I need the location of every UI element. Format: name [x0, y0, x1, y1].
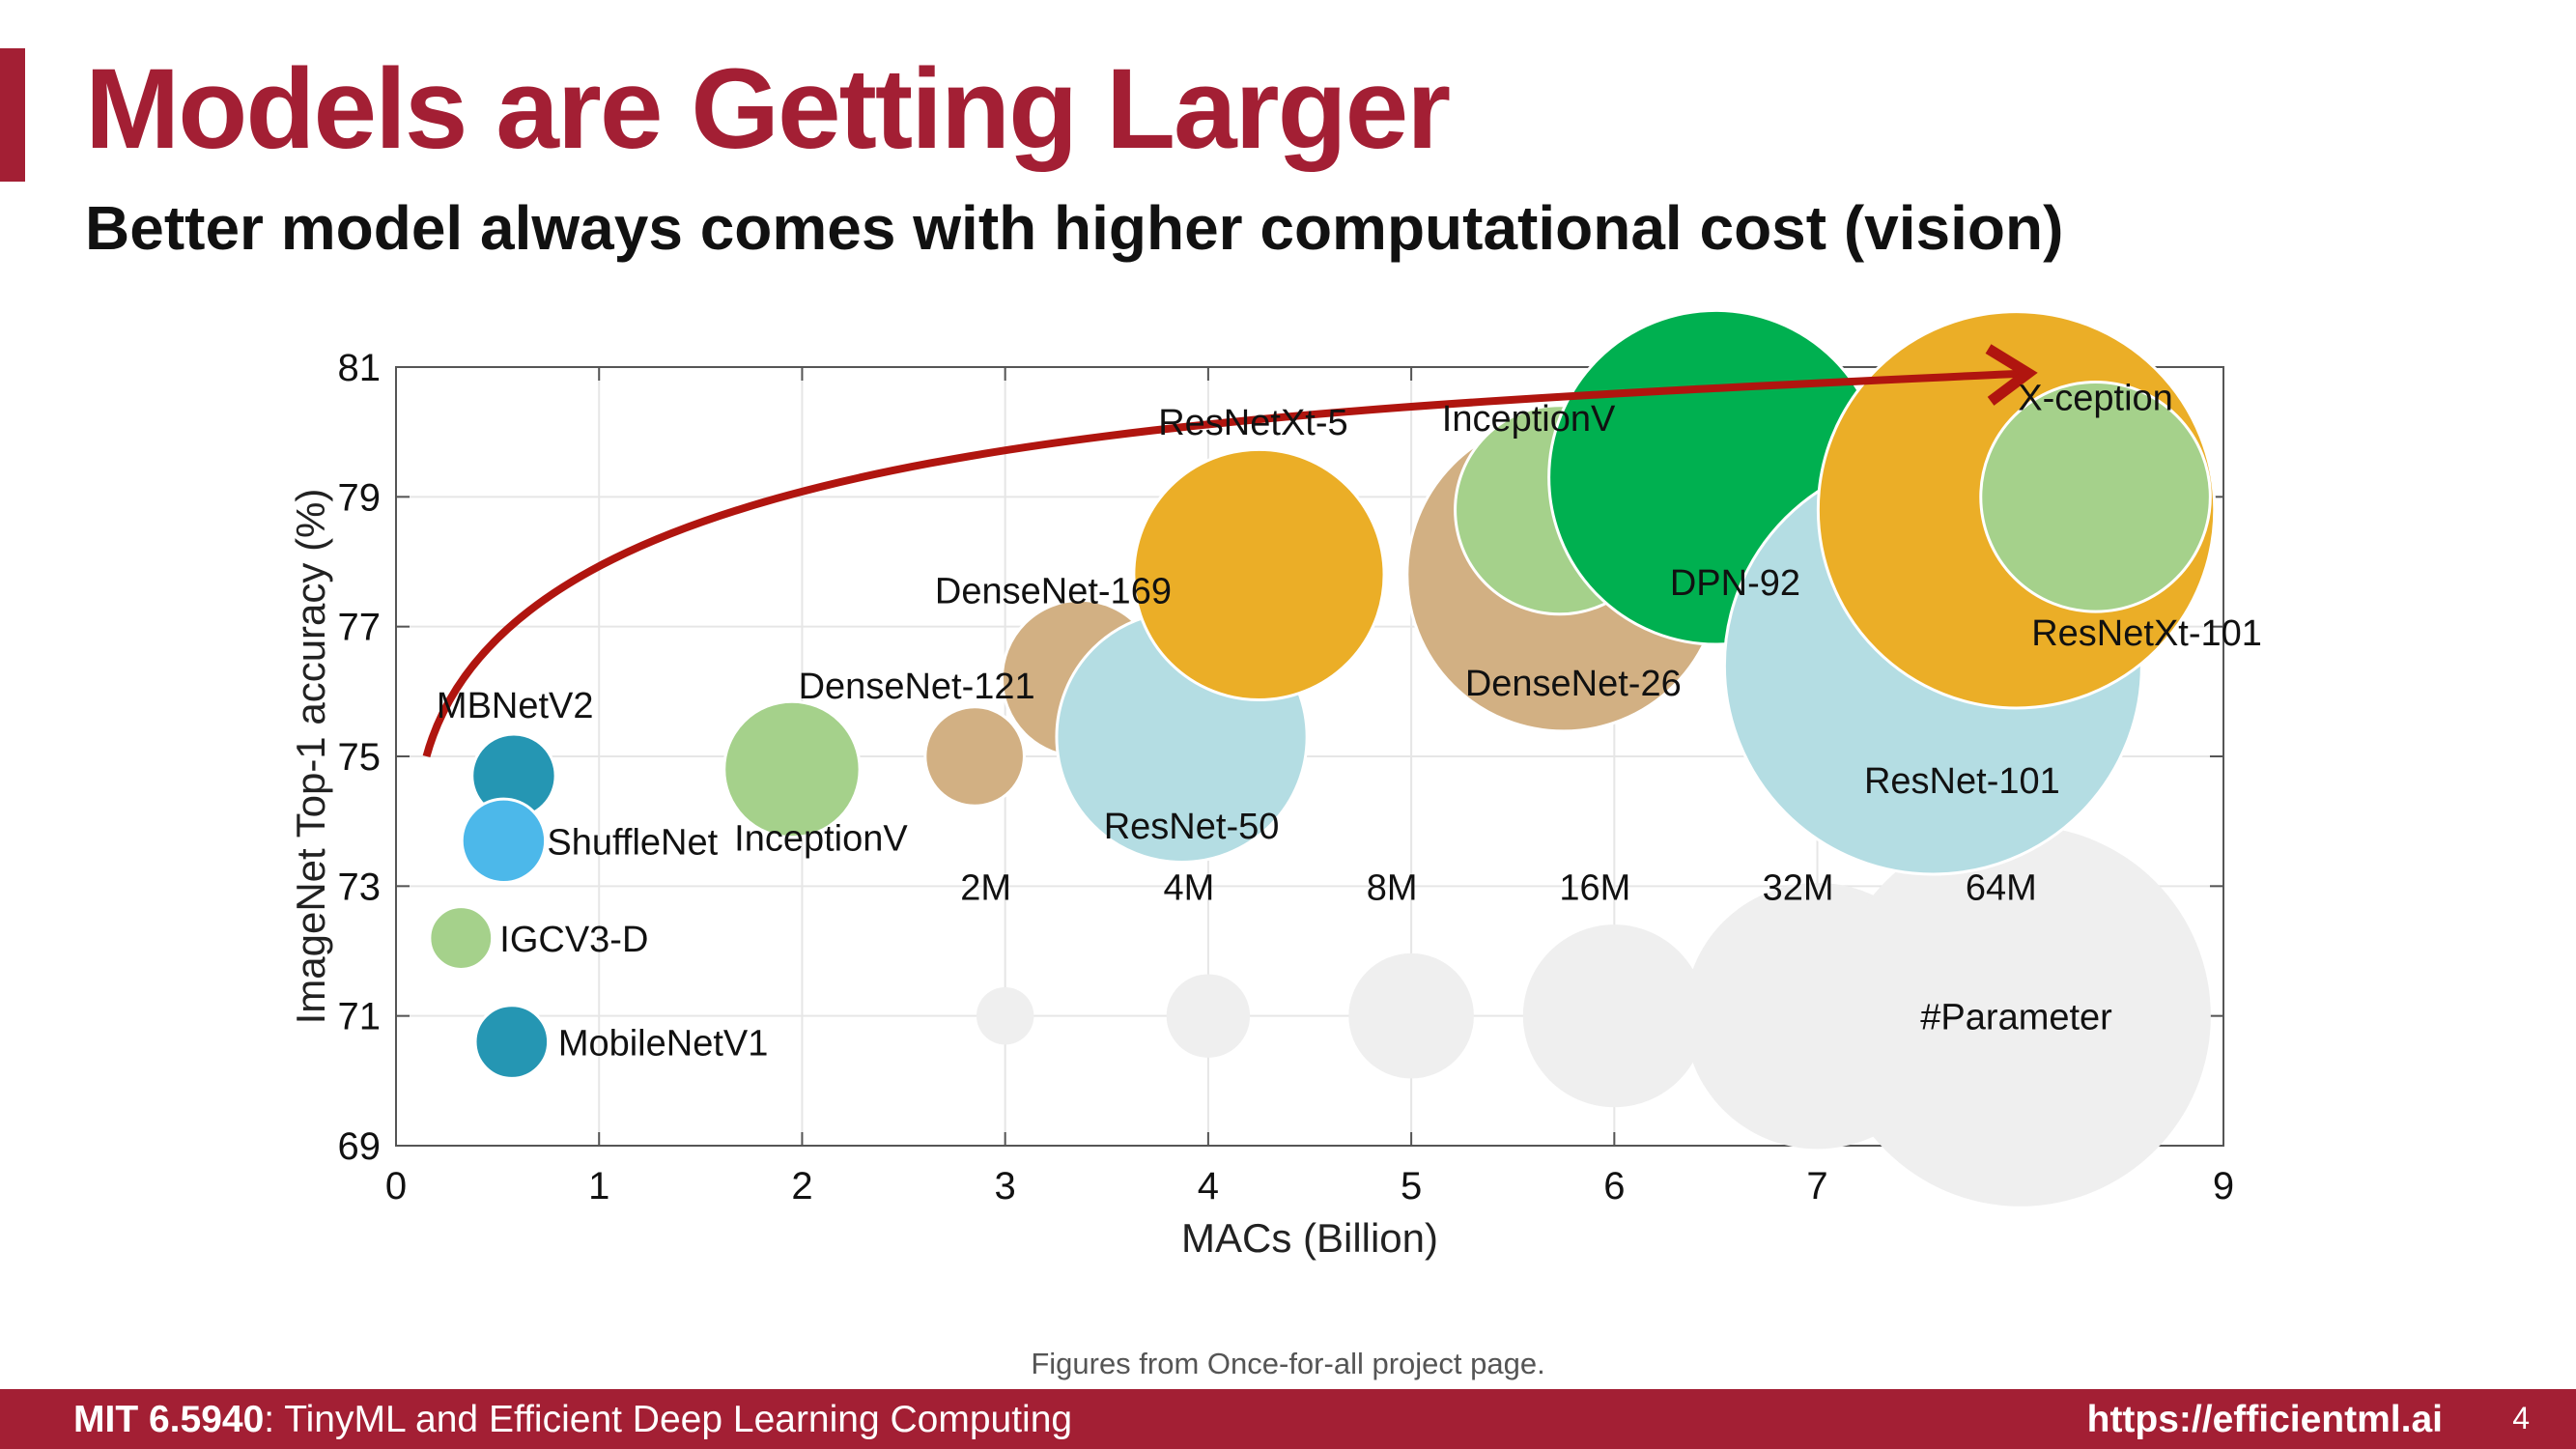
bubble-label: DenseNet-26 [1465, 664, 1682, 704]
title-accent-bar [0, 48, 25, 182]
legend-size-label: 32M [1763, 867, 1834, 908]
y-tick-label: 69 [338, 1125, 382, 1168]
bubble-label: DenseNet-121 [799, 667, 1035, 707]
trend-arrow-curve [422, 344, 2038, 758]
bubble-point [1132, 447, 1386, 702]
footer-url-link[interactable]: https://efficientml.ai [2086, 1399, 2443, 1440]
y-tick-label: 81 [338, 347, 382, 389]
legend-size-label: 4M [1163, 867, 1214, 908]
bubble-label: MBNetV2 [437, 686, 594, 726]
x-tick-label: 2 [791, 1165, 812, 1208]
bubble-point [428, 905, 495, 971]
bubble-label: InceptionV [734, 818, 908, 859]
legend-size-label: 16M [1559, 867, 1630, 908]
page-number: 4 [2512, 1401, 2530, 1435]
x-axis-label: MACs (Billion) [1181, 1215, 1438, 1261]
bubble-point [923, 705, 1026, 808]
y-tick-label: 71 [338, 996, 382, 1038]
footer-course-name: : TinyML and Efficient Deep Learning Com… [264, 1399, 1073, 1440]
slide-title: Models are Getting Larger [85, 45, 1451, 173]
legend-size-label: 8M [1367, 867, 1418, 908]
legend-bubble [1166, 974, 1251, 1058]
x-tick-label: 0 [385, 1165, 407, 1208]
footer-bar: MIT 6.5940: TinyML and Efficient Deep Le… [0, 1389, 2576, 1449]
bubble-label: X-ception [2018, 378, 2173, 418]
bubble-label: DPN-92 [1670, 563, 1800, 604]
size-legend: 2M 4M 8M 16M 32M 64M #Parameter [960, 825, 2211, 1207]
bubble-point [722, 699, 862, 839]
bubble-label: MobileNetV1 [558, 1024, 769, 1065]
bubble-label: DenseNet-169 [935, 571, 1172, 611]
y-tick-label: 73 [338, 866, 382, 908]
slide-subtitle: Better model always comes with higher co… [85, 193, 2064, 263]
x-tick-label: 6 [1603, 1165, 1625, 1208]
x-tick-label: 7 [1806, 1165, 1827, 1208]
legend-bubble [976, 986, 1034, 1045]
legend-size-label: 64M [1966, 867, 2037, 908]
footer-course-code: MIT 6.5940 [73, 1399, 265, 1440]
bubble-label: ResNetXt-101 [2031, 613, 2262, 654]
footer-course: MIT 6.5940: TinyML and Efficient Deep Le… [73, 1399, 1072, 1441]
legend-bubble [1348, 952, 1474, 1079]
y-tick-label: 75 [338, 736, 382, 779]
axis-ticks: 012345678969717375777981 [338, 347, 2235, 1208]
y-tick-label: 77 [338, 607, 382, 649]
bubble-point [1979, 381, 2212, 613]
legend-title: #Parameter [1920, 998, 2112, 1038]
y-axis-label: ImageNet Top-1 accuracy (%) [288, 489, 333, 1025]
trend-arrow [422, 344, 2038, 758]
bubble-point [473, 1004, 551, 1080]
x-tick-label: 3 [995, 1165, 1016, 1208]
legend-bubble [1829, 825, 2211, 1207]
figure-caption: Figures from Once-for-all project page. [1031, 1347, 1545, 1380]
legend-size-label: 2M [960, 867, 1011, 908]
bubble-point [460, 797, 548, 885]
bubble-label: ResNetXt-5 [1158, 403, 1347, 443]
bubble-label: InceptionV [1442, 399, 1616, 440]
bubbles [428, 308, 2217, 1080]
x-tick-label: 4 [1198, 1165, 1219, 1208]
x-tick-label: 5 [1401, 1165, 1422, 1208]
y-tick-label: 79 [338, 476, 382, 519]
x-tick-label: 1 [588, 1165, 609, 1208]
bubble-label: ResNet-50 [1104, 807, 1280, 847]
legend-bubble [1522, 924, 1706, 1108]
bubble-label: ShuffleNet [547, 822, 718, 863]
bubble-label: IGCV3-D [499, 920, 648, 960]
x-tick-label: 9 [2213, 1165, 2234, 1208]
bubble-label: ResNet-101 [1864, 761, 2060, 802]
